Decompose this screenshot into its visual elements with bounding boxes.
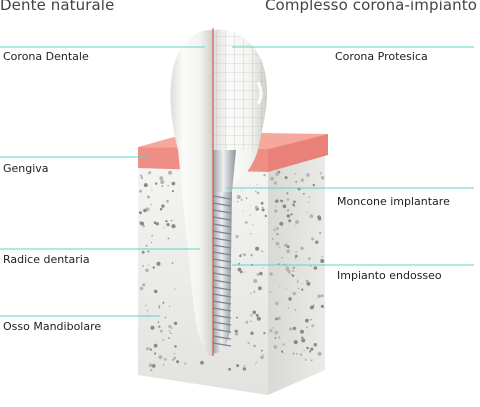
label-corona-dentale: Corona Dentale — [3, 50, 89, 63]
leader-lines — [0, 46, 474, 317]
label-gengiva: Gengiva — [3, 162, 49, 175]
crown-highlight — [256, 81, 263, 105]
implant-threads — [212, 195, 232, 347]
label-corona-protesica: Corona Protesica — [335, 50, 428, 63]
implant-body — [213, 192, 232, 354]
bone-side-face — [268, 152, 325, 395]
label-moncone-implantare: Moncone implantare — [337, 195, 450, 208]
header-natural-tooth: Dente naturale — [0, 0, 115, 14]
natural-tooth — [170, 29, 213, 357]
gum-side — [268, 134, 328, 172]
abutment — [213, 150, 236, 192]
header-crown-implant: Complesso corona-impianto — [264, 0, 477, 14]
label-impianto-endosseo: Impianto endosseo — [337, 269, 442, 282]
bone-texture — [138, 170, 325, 372]
label-radice-dentaria: Radice dentaria — [3, 253, 90, 266]
label-osso-mandibolare: Osso Mandibolare — [3, 320, 102, 333]
